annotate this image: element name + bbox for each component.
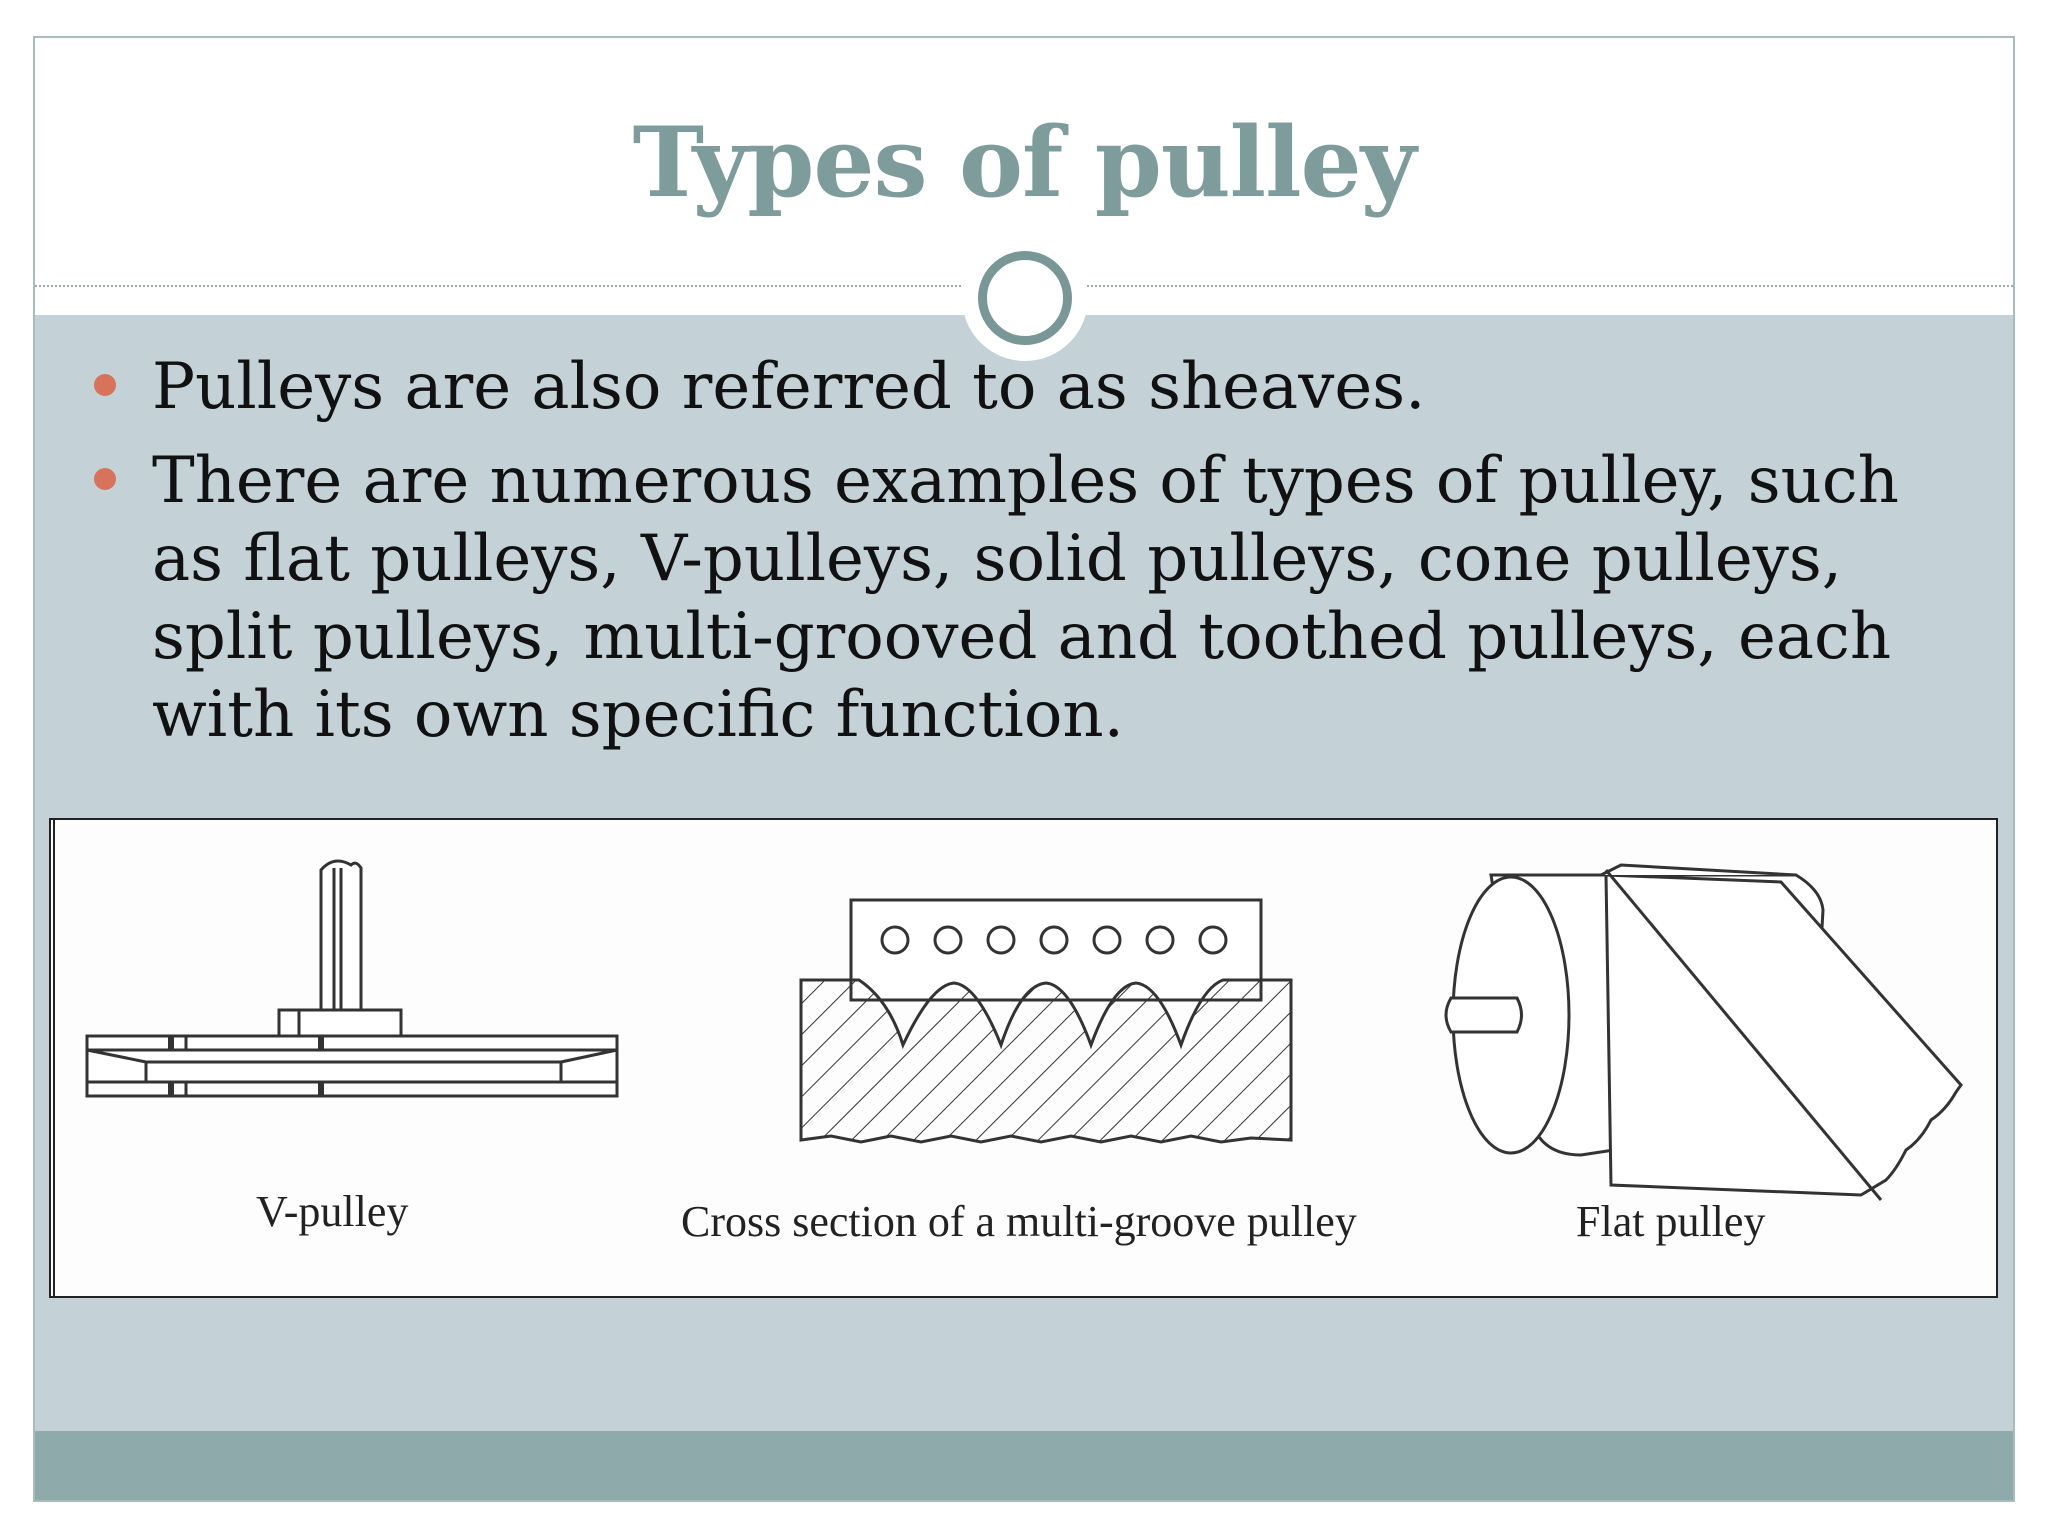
pulley-figure: V-pulley Cross section of a multi-groove… (49, 818, 1998, 1298)
bullet-list: Pulleys are also referred to as sheaves.… (35, 348, 2013, 770)
v-pulley-drawing (85, 859, 619, 1098)
bullet-text: There are numerous examples of types of … (152, 444, 1899, 752)
multi-groove-drawing (799, 898, 1293, 1144)
slide-title: Types of pulley (632, 106, 1417, 219)
slide: Types of pulley Pulleys are also referre… (33, 36, 2015, 1502)
caption-multi-groove: Cross section of a multi-groove pulley (681, 1197, 1357, 1246)
bullet-text: Pulleys are also referred to as sheaves. (152, 350, 1426, 424)
bullet-item: There are numerous examples of types of … (35, 442, 2013, 754)
bullet-item: Pulleys are also referred to as sheaves. (35, 348, 2013, 426)
divider-ornament-ring (978, 251, 1072, 345)
bullet-dot-icon (94, 468, 116, 490)
bullet-dot-icon (94, 374, 116, 396)
footer-bar (35, 1431, 2013, 1500)
pulley-illustrations (85, 859, 1963, 1201)
caption-flat-pulley: Flat pulley (1576, 1197, 1766, 1246)
flat-pulley-drawing (1444, 863, 1963, 1201)
caption-v-pulley: V-pulley (256, 1187, 409, 1236)
